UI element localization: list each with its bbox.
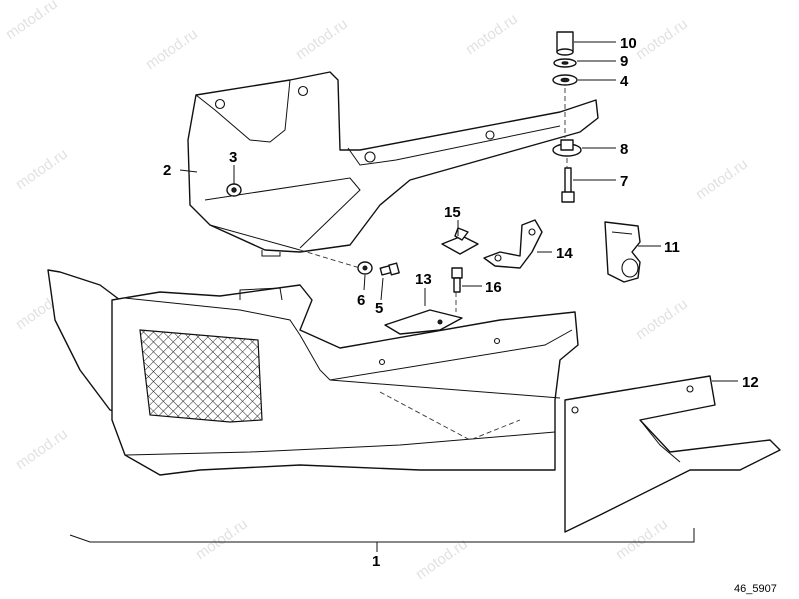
watermark: motod.ru: [193, 515, 251, 563]
callout-6: 6: [357, 292, 365, 309]
part-3-nut: [226, 183, 242, 197]
callout-labels: 10 9 4 8 7 2 3 15 14 11 13 16 6 5 12 1: [163, 35, 759, 570]
watermark: motod.ru: [413, 535, 471, 583]
watermark: motod.ru: [3, 0, 61, 43]
callout-10: 10: [620, 35, 637, 52]
watermark: motod.ru: [143, 25, 201, 73]
leader-lines: [69, 41, 738, 552]
callout-11: 11: [664, 239, 680, 256]
watermark: motod.ru: [13, 425, 71, 473]
callout-15: 15: [444, 204, 461, 221]
callout-4: 4: [620, 73, 629, 90]
assembly-line: [299, 249, 361, 269]
part-15-clip-nut: [441, 227, 479, 255]
part-16-bolt: [451, 267, 463, 293]
callout-12: 12: [742, 374, 759, 391]
part-8-bushing: [552, 139, 582, 157]
watermark: motod.ru: [633, 295, 691, 343]
callout-2: 2: [163, 162, 171, 179]
watermark: motod.ru: [633, 15, 691, 63]
part-11-clamp: [604, 221, 641, 283]
diagram-reference-code: 46_5907: [734, 583, 777, 595]
part-14-bracket: [483, 219, 543, 269]
assembly-line: [379, 391, 521, 441]
watermark: motod.ru: [693, 155, 751, 203]
part-5-screw: [379, 262, 400, 276]
part-7-screw: [561, 167, 575, 203]
part-10-spacer: [556, 31, 574, 56]
callout-13: 13: [415, 271, 432, 288]
callout-8: 8: [620, 141, 628, 158]
part-6-washer: [357, 261, 373, 275]
part-1-fairing: [47, 269, 579, 476]
part-12-side-panel: [564, 375, 781, 533]
part-2-bracket: [187, 71, 599, 257]
part-4-grommet: [552, 74, 578, 86]
callout-14: 14: [556, 245, 573, 262]
part-9-washer: [553, 58, 577, 68]
callout-1: 1: [372, 553, 380, 570]
watermark: motod.ru: [293, 15, 351, 63]
callout-9: 9: [620, 53, 628, 70]
watermark: motod.ru: [613, 515, 671, 563]
watermark: motod.ru: [13, 145, 71, 193]
watermark: motod.ru: [463, 10, 521, 58]
callout-16: 16: [485, 279, 502, 296]
callout-3: 3: [229, 149, 237, 166]
part-13-plate: [384, 309, 463, 335]
callout-5: 5: [375, 300, 383, 317]
callout-7: 7: [620, 173, 628, 190]
